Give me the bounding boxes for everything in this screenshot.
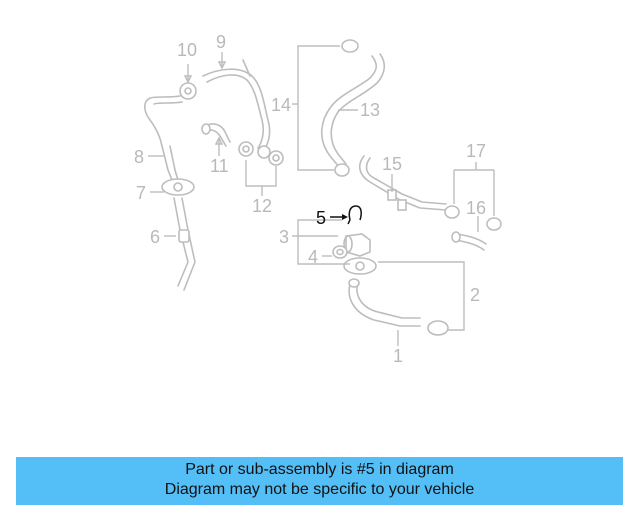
callout-10: 10	[177, 40, 197, 60]
part-o-ring-4	[332, 245, 348, 259]
callout-12: 12	[252, 196, 272, 216]
part-hose-upper-center	[320, 39, 386, 177]
callout-1: 1	[393, 346, 403, 366]
callout-11: 11	[210, 156, 229, 176]
leader-lines	[148, 45, 495, 346]
part-hose-right	[444, 205, 502, 251]
parts-diagram: 10 9 8 7 6 11 12 14 13 15 17 16 3 4 2 1 …	[134, 32, 502, 366]
callout-5: 5	[316, 208, 326, 228]
callout-17: 17	[466, 141, 486, 161]
part-connector	[343, 233, 371, 257]
banner-line-1: Part or sub-assembly is #5 in diagram	[185, 461, 454, 478]
callout-14: 14	[271, 95, 291, 115]
part-o-rings	[238, 141, 284, 166]
callout-labels: 10 9 8 7 6 11 12 14 13 15 17 16 3 4 2 1 …	[134, 32, 486, 366]
callout-8: 8	[134, 147, 144, 167]
info-banner: Part or sub-assembly is #5 in diagram Di…	[16, 457, 623, 505]
banner-line-2: Diagram may not be specific to your vehi…	[164, 481, 475, 498]
callout-15: 15	[382, 154, 402, 174]
callout-2: 2	[470, 285, 480, 305]
callout-6: 6	[150, 227, 160, 247]
callout-3: 3	[279, 227, 289, 247]
part-long-pipe	[358, 155, 447, 211]
part-flange	[343, 257, 377, 275]
part-small-hose	[201, 123, 231, 147]
part-lower-hose	[348, 278, 449, 336]
part-hose-upper-left	[143, 59, 271, 153]
part-5-clip	[347, 205, 362, 225]
callout-7: 7	[136, 183, 146, 203]
callout-9: 9	[216, 32, 226, 52]
callout-13: 13	[360, 100, 380, 120]
callout-4: 4	[308, 247, 318, 267]
callout-16: 16	[466, 198, 486, 218]
part-pipe-left	[161, 145, 196, 291]
